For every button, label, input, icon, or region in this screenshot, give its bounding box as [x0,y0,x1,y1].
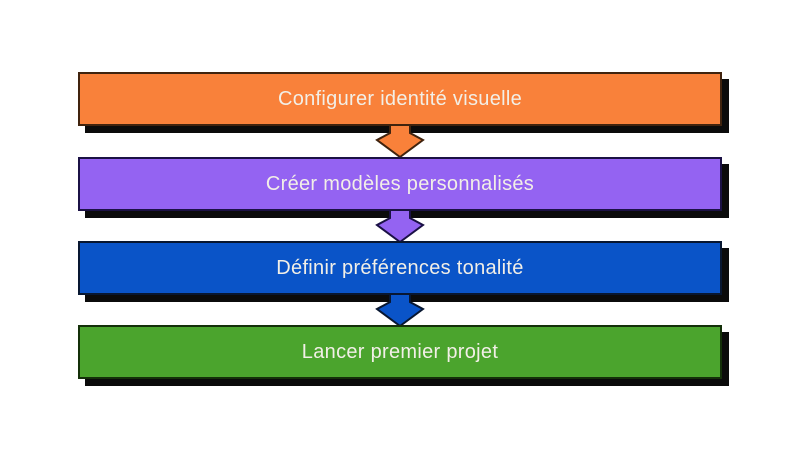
arrow-down-shape [375,291,425,327]
arrow-down-shape [375,122,425,158]
arrow-down-shape [375,207,425,243]
arrow-down-icon [375,122,425,158]
step-label: Créer modèles personnalisés [265,172,535,195]
step-label: Définir préférences tonalité [276,256,524,279]
step-label: Lancer premier projet [301,340,499,363]
step-bar: Définir préférences tonalité [78,241,722,295]
step-bar: Configurer identité visuelle [78,72,722,126]
arrow-down-icon [375,207,425,243]
step-bar: Créer modèles personnalisés [78,157,722,211]
step-bar: Lancer premier projet [78,325,722,379]
arrow-down-icon [375,291,425,327]
step-label: Configurer identité visuelle [277,87,523,110]
